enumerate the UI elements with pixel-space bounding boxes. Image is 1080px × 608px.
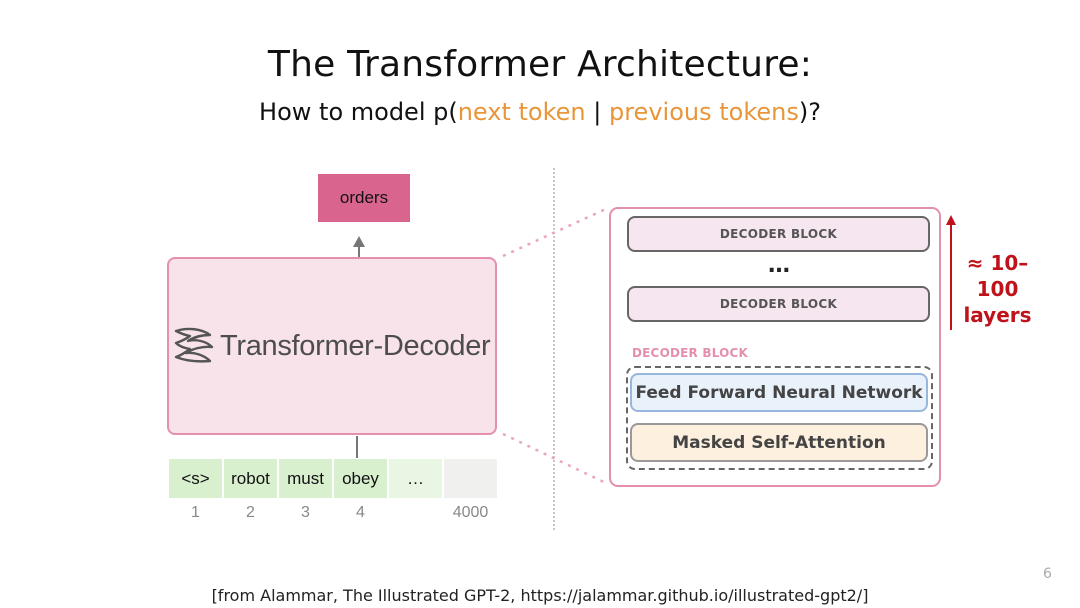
input-arrow-stem [356, 436, 358, 458]
position-index: 1 [191, 504, 200, 521]
decoder-block-top: DECODER BLOCK [627, 216, 930, 252]
zoom-line-top [502, 206, 609, 258]
position-index: 4 [356, 504, 365, 521]
layers-count-label: ≈ 10–100 layers [950, 250, 1045, 328]
feed-forward-layer: Feed Forward Neural Network [630, 373, 928, 412]
masked-self-attention-layer: Masked Self-Attention [630, 423, 928, 462]
position-index: 3 [301, 504, 310, 521]
decoder-block-detail-frame [626, 366, 933, 470]
token-cell: … [389, 459, 442, 498]
arrow-up-icon [353, 236, 365, 247]
subtitle-separator: | [585, 98, 609, 126]
subtitle-prefix: How to model p( [259, 98, 458, 126]
transformer-decoder-box [167, 257, 497, 435]
slide-title: The Transformer Architecture: [267, 44, 813, 85]
position-index: 2 [246, 504, 255, 521]
position-index: 4000 [452, 504, 489, 521]
page-number: 6 [1043, 566, 1052, 582]
slide-subtitle: How to model p(next token | previous tok… [0, 98, 1080, 126]
transformer-logo-icon [174, 327, 214, 363]
token-cell: robot [224, 459, 277, 498]
layers-count-range: ≈ 10–100 [966, 251, 1029, 301]
stack-ellipsis: … [768, 253, 792, 278]
subtitle-previous-tokens: previous tokens [608, 98, 799, 126]
source-citation: [from Alammar, The Illustrated GPT-2, ht… [211, 586, 869, 605]
token-cell: must [279, 459, 332, 498]
output-token-box: orders [318, 174, 410, 222]
zoom-line-bottom [502, 432, 609, 486]
decoder-block-detail-label: DECODER BLOCK [632, 346, 749, 360]
transformer-decoder-label: Transformer-Decoder [220, 330, 491, 362]
token-cell [444, 459, 497, 498]
token-cell: <s> [169, 459, 222, 498]
layers-arrow-icon [946, 215, 956, 330]
output-arrow-stem [358, 246, 360, 258]
decoder-block-bottom: DECODER BLOCK [627, 286, 930, 322]
layers-count-unit: layers [963, 303, 1032, 327]
subtitle-suffix: )? [798, 98, 821, 126]
token-cell: obey [334, 459, 387, 498]
subtitle-next-token: next token [457, 98, 586, 126]
section-divider [553, 168, 555, 530]
